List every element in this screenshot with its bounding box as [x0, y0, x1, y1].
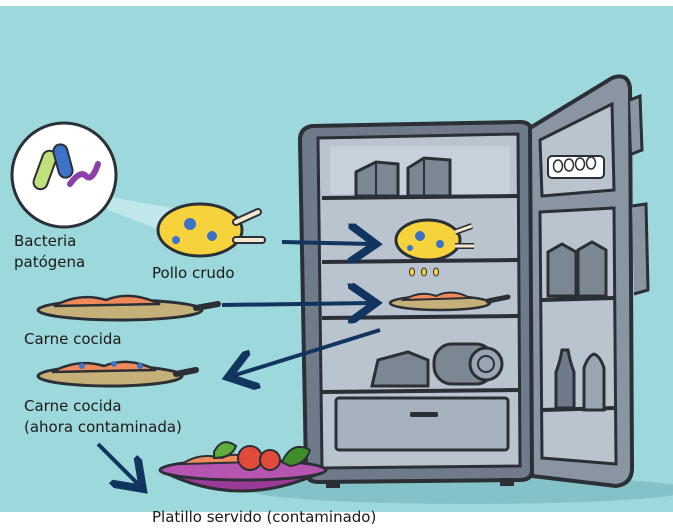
drip-1: [410, 268, 415, 276]
arrow-chicken-to-fridge: [282, 242, 372, 244]
label-served-dish: Platillo servido (contaminado): [152, 508, 376, 527]
label-bacteria-line2: patógena: [14, 253, 85, 272]
door-cartons: [548, 242, 606, 296]
drip-3: [434, 268, 439, 276]
label-cooked-meat: Carne cocida: [24, 330, 122, 349]
egg-tray: [548, 156, 604, 178]
label-contaminated-meat-line1: Carne cocida: [24, 397, 122, 416]
label-contaminated-meat-line2: (ahora contaminada): [24, 418, 182, 437]
drip-2: [422, 268, 427, 276]
crisper-drawer: [336, 398, 508, 450]
label-bacteria-line1: Bacteria: [14, 232, 76, 251]
shelf-4: [322, 390, 518, 392]
arrow-meat-to-fridge: [222, 303, 372, 305]
refrigerator: [300, 76, 648, 488]
label-raw-chicken: Pollo crudo: [152, 264, 235, 283]
fridge-door: [530, 76, 648, 486]
shelf-3: [322, 316, 518, 318]
